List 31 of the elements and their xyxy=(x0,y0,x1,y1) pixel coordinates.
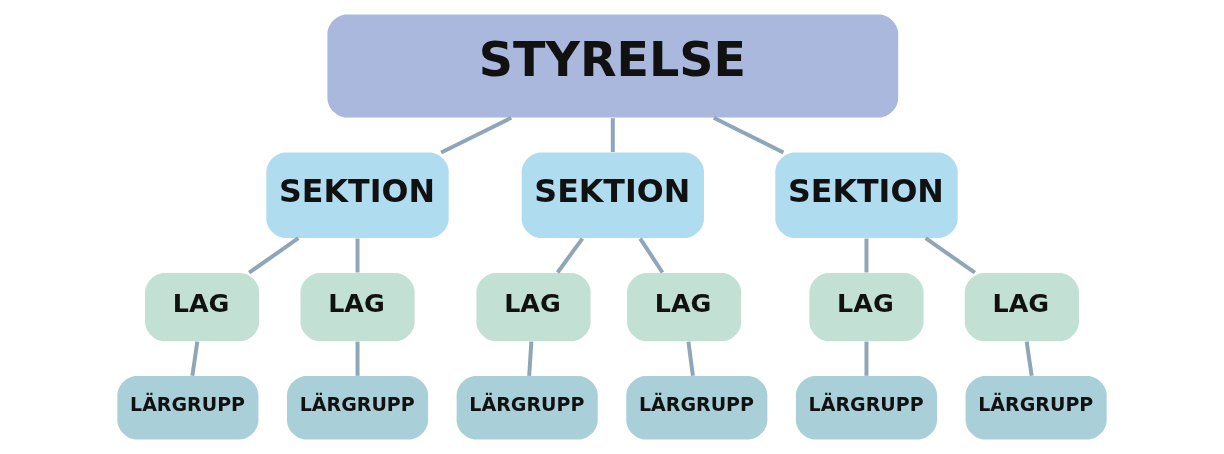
connector xyxy=(638,237,665,274)
node-box: SEKTION xyxy=(521,152,704,239)
node-box: SEKTION xyxy=(775,152,958,239)
connector xyxy=(247,236,300,275)
connector xyxy=(440,116,513,155)
node-box: LÄRGRUPP xyxy=(795,376,937,440)
node-box: LAG xyxy=(476,273,591,342)
node-box: LAG xyxy=(300,273,415,342)
connector xyxy=(924,236,977,275)
connector xyxy=(355,238,360,273)
connector xyxy=(355,341,360,376)
connector xyxy=(686,341,695,377)
connector xyxy=(527,341,534,376)
node-box: LÄRGRUPP xyxy=(117,376,259,440)
node-box: LAG xyxy=(627,273,742,342)
connector xyxy=(610,118,615,153)
node-box: STYRELSE xyxy=(327,14,899,118)
node-box: LAG xyxy=(145,273,260,342)
node-box: LAG xyxy=(809,273,924,342)
node-box: LÄRGRUPP xyxy=(456,376,598,440)
node-box: LÄRGRUPP xyxy=(626,376,768,440)
connector xyxy=(864,341,869,376)
node-box: LÄRGRUPP xyxy=(287,376,429,440)
node-box: LAG xyxy=(964,273,1079,342)
connector xyxy=(712,116,785,155)
node-box: LÄRGRUPP xyxy=(965,376,1107,440)
connector xyxy=(556,237,584,274)
node-box: SEKTION xyxy=(266,152,449,239)
connector xyxy=(1024,341,1034,377)
connector xyxy=(864,238,869,273)
connector xyxy=(190,341,200,377)
